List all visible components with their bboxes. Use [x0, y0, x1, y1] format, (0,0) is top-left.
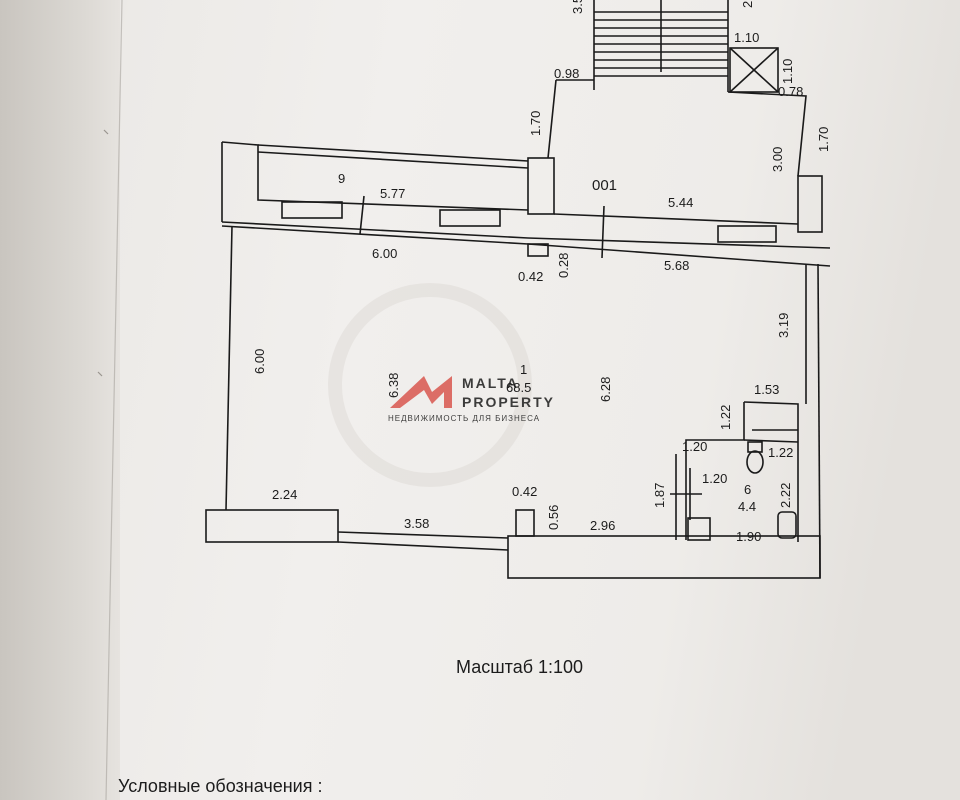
brand-logo-mark	[390, 376, 452, 408]
walls	[205, 0, 831, 579]
bottom-right-dim: 2.96	[590, 518, 615, 533]
bottom-left-dim: 2.24	[272, 487, 297, 502]
bath-vestibule-dim: 1.22	[718, 405, 733, 430]
bath-right-dim: 2.22	[778, 483, 793, 508]
pier-width-dim: 0.42	[518, 269, 543, 284]
bath-wc-len-dim: 1.20	[682, 439, 707, 454]
watermark-line1: MALTA	[462, 375, 519, 391]
binding-marks	[97, 0, 123, 800]
dimension-labels: 3.5 2. 1.10 1.10 0.78 0.98 1.70 3.00 1.7…	[252, 0, 831, 544]
balcony-length-dim: 5.77	[380, 186, 405, 201]
corridor-outer-dim: 1.70	[816, 127, 831, 152]
right-upper-dim: 3.19	[776, 313, 791, 338]
corridor-width-dim: 0.98	[554, 66, 579, 81]
watermark-tagline: НЕДВИЖИМОСТЬ ДЛЯ БИЗНЕСА	[388, 414, 540, 423]
left-height-dim: 6.00	[252, 349, 267, 374]
bath-bottom-dim: 1.90	[736, 529, 761, 544]
scale-label: Масштаб 1:100	[456, 657, 584, 677]
elevator-bottom-dim: 0.78	[778, 84, 803, 99]
top-right-length-dim: 5.68	[664, 258, 689, 273]
corridor-left-dim: 1.70	[528, 111, 543, 136]
column-depth-dim: 0.56	[546, 505, 561, 530]
center-left-height-dim: 6.38	[386, 373, 401, 398]
watermark: MALTA PROPERTY НЕДВИЖИМОСТЬ ДЛЯ БИЗНЕСА	[328, 283, 555, 487]
corridor-wall-dim: 5.44	[668, 195, 693, 210]
stair-right-dim: 2.	[740, 0, 755, 8]
corridor-right-dim: 3.00	[770, 147, 785, 172]
legend-title: Условные обозначения :	[118, 776, 323, 796]
bath-room-area: 4.4	[738, 499, 756, 514]
balcony-room-number: 9	[338, 171, 345, 186]
elevator-side-dim: 1.10	[780, 59, 795, 84]
main-room-area: 68.5	[506, 380, 531, 395]
center-right-height-dim: 6.28	[598, 377, 613, 402]
pier-depth-dim: 0.28	[556, 253, 571, 278]
bath-left-dim: 1.87	[652, 483, 667, 508]
top-left-length-dim: 6.00	[372, 246, 397, 261]
bath-room-number: 6	[744, 482, 751, 497]
elevator-top-dim: 1.10	[734, 30, 759, 45]
bath-inner-dim: 1.20	[702, 471, 727, 486]
main-room-number: 1	[520, 362, 527, 377]
binding-edge	[0, 0, 120, 800]
bath-wc-h-dim: 1.22	[768, 445, 793, 460]
column-width-dim: 0.42	[512, 484, 537, 499]
bottom-mid-dim: 3.58	[404, 516, 429, 531]
stair-top-dim: 3.5	[570, 0, 585, 14]
corridor-room-number: 001	[592, 177, 617, 194]
bath-top-dim: 1.53	[754, 382, 779, 397]
watermark-line2: PROPERTY	[462, 394, 555, 410]
